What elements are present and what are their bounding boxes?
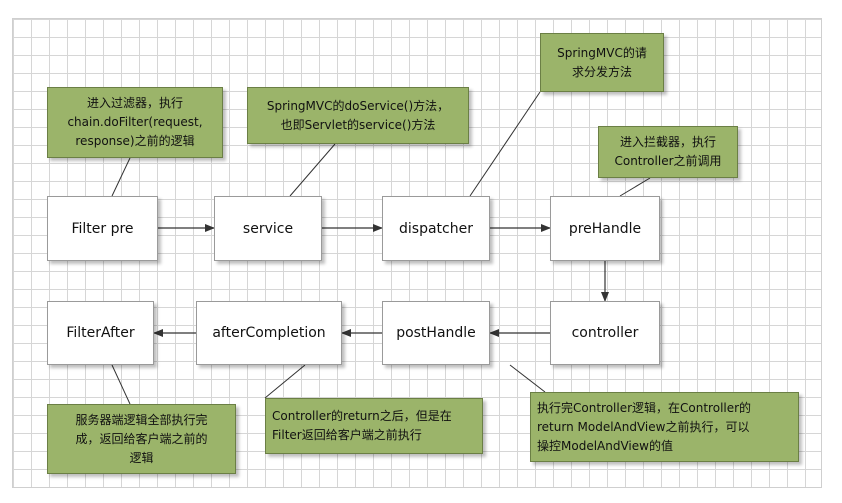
node-label: FilterAfter [66,325,135,341]
node-dispatcher: dispatcher [382,196,490,261]
node-controller: controller [550,301,660,365]
node-posthandle: postHandle [382,301,490,365]
node-label: controller [571,325,639,341]
callout-line-filterpre [111,157,131,197]
node-filterafter: FilterAfter [47,301,154,365]
note-dispatcher: SpringMVC的请 求分发方法 [540,33,664,92]
note-text: 执行完Controller逻辑，在Controller的 return Mode… [537,400,752,453]
note-posthandle: 执行完Controller逻辑，在Controller的 return Mode… [530,392,799,462]
node-aftercompletion: afterCompletion [196,301,342,365]
note-text: 进入拦截器，执行 Controller之前调用 [614,135,722,168]
node-label: preHandle [568,220,642,237]
callout-line-prehandle [619,177,651,197]
callout-line-dispatcher [469,91,541,197]
note-filter-pre: 进入过滤器，执行 chain.doFilter(request, respons… [47,87,223,158]
node-label: dispatcher [399,220,473,237]
node-filter-pre: Filter pre [47,196,158,261]
node-label: postHandle [396,325,476,341]
callout-line-aftercompletion [264,364,306,399]
callout-line-service [289,143,336,197]
node-label: service [242,220,294,237]
note-text: 服务器端逻辑全部执行完 成，返回给客户端之前的 逻辑 [75,412,208,465]
note-text: SpringMVC的请 求分发方法 [557,45,647,79]
note-filterafter: 服务器端逻辑全部执行完 成，返回给客户端之前的 逻辑 [47,404,236,474]
node-label: Filter pre [71,220,134,237]
callout-line-filterafter [111,364,131,405]
node-label: afterCompletion [212,325,326,341]
node-service: service [214,196,322,261]
note-text: 进入过滤器，执行 chain.doFilter(request, respons… [67,96,203,148]
note-aftercompletion: Controller的return之后，但是在 Filter返回给客户端之前执行 [265,398,483,454]
note-text: SpringMVC的doService()方法， 也即Servlet的servi… [266,98,450,132]
note-prehandle: 进入拦截器，执行 Controller之前调用 [598,126,738,178]
note-text: Controller的return之后，但是在 Filter返回给客户端之前执行 [272,409,452,442]
callout-line-posthandle [509,364,546,393]
node-prehandle: preHandle [550,196,660,261]
note-service: SpringMVC的doService()方法， 也即Servlet的servi… [247,87,469,144]
